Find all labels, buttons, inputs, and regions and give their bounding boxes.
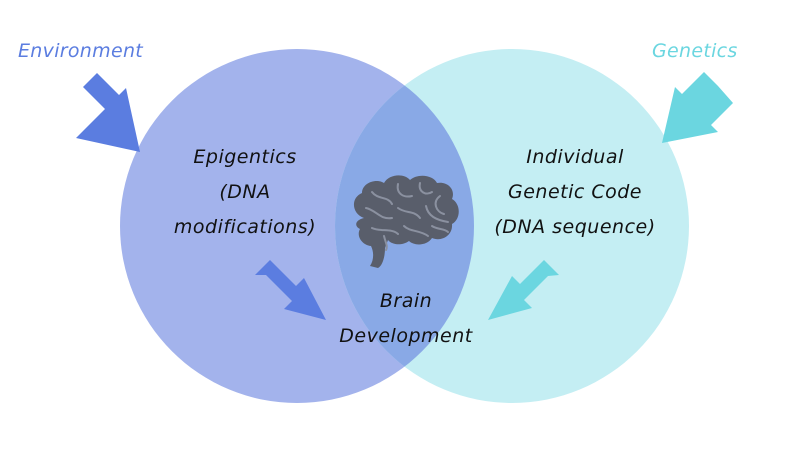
epigenetics-line-2: (DNA	[219, 181, 271, 203]
genetic-code-line-3: (DNA sequence)	[494, 216, 656, 238]
environment-label: Environment	[18, 40, 144, 62]
brain-development-label: Brain Development	[326, 284, 486, 354]
overlap-region	[335, 49, 474, 403]
genetics-arrow-outer	[662, 72, 733, 143]
genetic-code-line-1: Individual	[526, 146, 624, 168]
brain-development-line-1: Brain	[379, 290, 433, 312]
epigenetics-line-1: Epigentics	[193, 146, 297, 168]
epigenetics-label: Epigentics (DNA modifications)	[155, 140, 335, 245]
epigenetics-line-3: modifications)	[173, 216, 317, 238]
genetics-label: Genetics	[652, 40, 738, 62]
genetic-code-label: Individual Genetic Code (DNA sequence)	[475, 140, 675, 245]
genetic-code-line-2: Genetic Code	[508, 181, 642, 203]
brain-icon	[353, 175, 459, 268]
environment-arrow-inner	[255, 260, 326, 320]
genetics-arrow-inner	[488, 260, 559, 320]
environment-arrow-outer	[76, 73, 140, 152]
brain-development-line-2: Development	[339, 325, 473, 347]
